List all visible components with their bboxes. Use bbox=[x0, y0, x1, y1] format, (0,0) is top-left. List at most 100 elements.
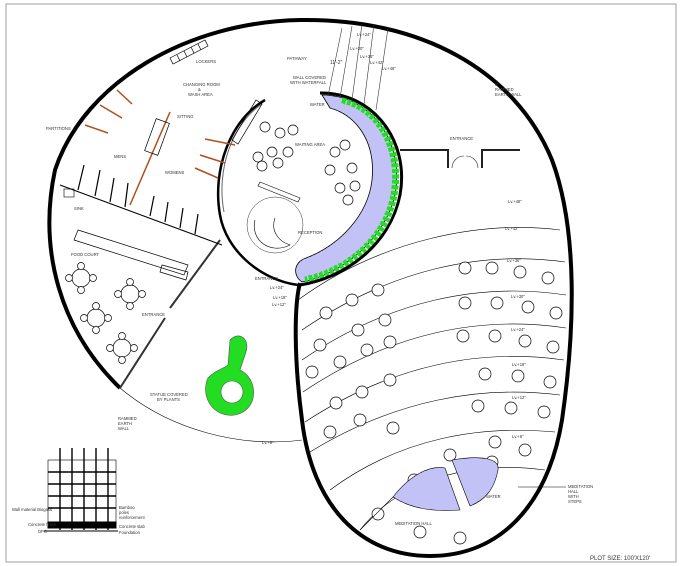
wall-section-labels: Wall material Biogass Concrete finish DP… bbox=[12, 505, 146, 535]
sitting-bench bbox=[144, 118, 170, 156]
sink bbox=[63, 188, 75, 198]
meditation-seat bbox=[543, 375, 557, 389]
label-wall-thickness: 6" bbox=[495, 82, 499, 87]
label-pathway: PATHWAY bbox=[287, 56, 307, 61]
label-hall: HALL bbox=[568, 489, 579, 494]
meditation-seat bbox=[345, 293, 359, 307]
meditation-seat bbox=[413, 525, 427, 539]
label-reception: RECEPTION bbox=[298, 230, 322, 235]
level-label: Lv.+12" bbox=[272, 302, 286, 307]
meditation-seat bbox=[371, 283, 385, 297]
reception-circle bbox=[246, 196, 304, 254]
dining-chair bbox=[118, 332, 126, 340]
waiting-chair bbox=[252, 151, 264, 163]
courtyard-boundary bbox=[119, 387, 303, 443]
waiting-chair bbox=[287, 124, 299, 136]
label-wall-covered: WALL COVERED bbox=[293, 75, 326, 80]
label-concrete-finish: Concrete finish bbox=[28, 522, 57, 527]
label-concrete-slab: Concrete slab bbox=[119, 524, 146, 529]
reception-wall-inner bbox=[221, 103, 263, 213]
label-waterfall: WITH WATERFALL bbox=[290, 80, 327, 85]
meditation-water-pool bbox=[451, 457, 499, 507]
dining-chair bbox=[130, 344, 138, 352]
waiting-chair bbox=[256, 160, 268, 172]
entrance-door-swing[interactable] bbox=[451, 155, 479, 169]
waiting-chair bbox=[324, 164, 336, 176]
level-label: Lv.+24" bbox=[511, 327, 525, 332]
meditation-seat bbox=[549, 306, 563, 320]
water-feature bbox=[295, 94, 397, 283]
label-entrance-reception: ENTRANCE bbox=[255, 276, 278, 281]
label-changing-room: CHANGING ROOM bbox=[183, 82, 220, 87]
meditation-seat bbox=[333, 355, 347, 369]
plant-band bbox=[304, 96, 400, 284]
level-label: Lv.+6" bbox=[262, 440, 274, 445]
plot-size: PLOT SIZE: 100'X120' bbox=[590, 556, 650, 562]
label-lockers: LOCKERS bbox=[196, 59, 216, 64]
meditation-seat bbox=[490, 296, 504, 310]
label-earth-wall: EARTH WALL bbox=[495, 92, 522, 97]
level-label: Lv.+42" bbox=[370, 60, 384, 65]
dining-chair bbox=[65, 274, 73, 282]
meditation-seat bbox=[546, 340, 560, 354]
meditation-seat bbox=[504, 401, 518, 415]
label-waiting-area: WAITING AREA bbox=[295, 142, 325, 147]
label-meditation-hall: MEDITATION HALL bbox=[395, 521, 433, 526]
label-sink: SINK bbox=[74, 206, 84, 211]
label-changing-room-amp: & bbox=[198, 87, 201, 92]
wall-section-detail bbox=[44, 448, 118, 532]
meditation-seat bbox=[443, 448, 457, 462]
meditation-seat bbox=[488, 435, 502, 449]
meditation-seat bbox=[323, 425, 337, 439]
curved-wall-waterfall bbox=[299, 91, 403, 287]
label-by-plants: BY PLANTS bbox=[157, 397, 180, 402]
meditation-seat bbox=[521, 300, 535, 314]
meditation-seat bbox=[329, 396, 343, 410]
dining-chair bbox=[80, 314, 88, 322]
meditation-seat bbox=[478, 367, 492, 381]
meditation-seat bbox=[378, 313, 392, 327]
dining-chair bbox=[89, 274, 97, 282]
label-rammed-left: RAMMED bbox=[118, 416, 137, 421]
waiting-chair bbox=[329, 146, 341, 158]
dining-chair bbox=[104, 314, 112, 322]
reception-counter bbox=[253, 217, 291, 249]
dining-chair bbox=[92, 302, 100, 310]
dining-table bbox=[120, 284, 140, 304]
dining-table bbox=[71, 268, 91, 288]
outer-rammed-earth-wall bbox=[47, 17, 574, 559]
label-meditation-hall-steps: MEDITATION bbox=[568, 484, 593, 489]
meditation-seat bbox=[471, 399, 485, 413]
label-partitions: PARTITIONS bbox=[46, 126, 71, 131]
meditation-seat bbox=[456, 329, 470, 343]
label-entrance-east: ENTRANCE bbox=[450, 136, 473, 141]
meditation-seat bbox=[458, 296, 472, 310]
label-food-court: FOOD COURT bbox=[71, 252, 100, 257]
label-reinforcement: reinforcement bbox=[119, 515, 145, 520]
meditation-seat bbox=[453, 531, 467, 545]
label-wall-material: Wall material Biogass bbox=[12, 507, 52, 512]
waiting-chair bbox=[282, 146, 294, 158]
waiting-chair bbox=[346, 162, 358, 174]
label-bamboo: Bamboo bbox=[119, 505, 135, 510]
label-womens: WOMENS bbox=[165, 170, 185, 175]
label-foundation: Foundation bbox=[119, 530, 141, 535]
mens-stalls bbox=[77, 164, 199, 235]
label-dpc: DPC bbox=[38, 529, 47, 534]
meditation-seat bbox=[371, 507, 385, 521]
meditation-seat bbox=[383, 335, 397, 349]
meditation-seat bbox=[518, 334, 532, 348]
meditation-seat bbox=[351, 323, 365, 337]
meditation-water-pool bbox=[392, 467, 461, 511]
food-counter bbox=[73, 229, 189, 281]
meditation-seat bbox=[488, 329, 502, 343]
level-label: Lv.+36" bbox=[360, 54, 374, 59]
waiting-chair bbox=[274, 127, 286, 139]
meditation-ramp bbox=[359, 496, 394, 531]
meditation-seat bbox=[541, 271, 555, 285]
pathway-stairs bbox=[327, 23, 389, 111]
sheet-border bbox=[5, 3, 677, 563]
dining-chair bbox=[77, 262, 85, 270]
level-label: Lv.+30" bbox=[350, 46, 364, 51]
east-entrance-wall bbox=[400, 149, 520, 168]
